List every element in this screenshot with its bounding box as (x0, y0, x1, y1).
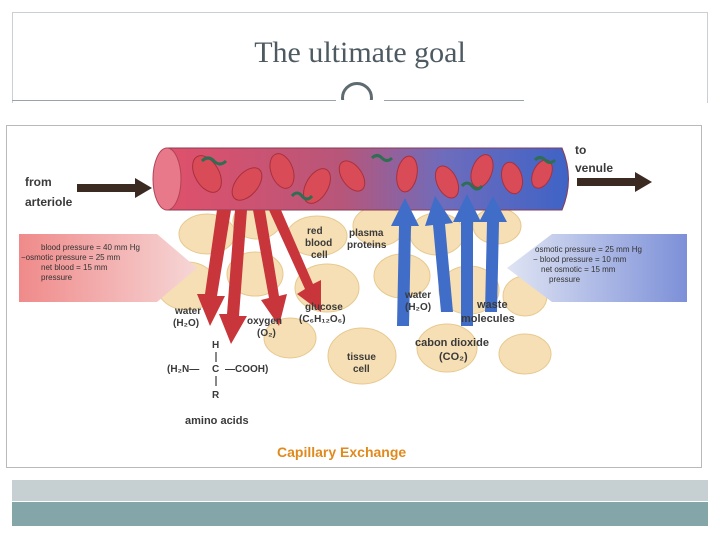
label-co2-2: (CO₂) (439, 351, 468, 363)
label-water-left-2: (H₂O) (173, 318, 199, 329)
label-arteriole: arteriole (25, 195, 73, 209)
label-amino-acids: amino acids (185, 415, 249, 427)
label-from: from (25, 175, 52, 189)
title-frame (12, 12, 708, 103)
inflow-arrows (391, 194, 507, 326)
aa-h: H (212, 340, 219, 351)
right-pressure-line-3: net osmotic = 15 mm (541, 265, 616, 274)
aa-c: C (212, 364, 219, 375)
arterial-pressure-arrow (19, 234, 197, 302)
left-pressure-line-3: net blood = 15 mm (41, 263, 108, 272)
capillary-exchange-diagram: from arteriole to venule red blood cell … (19, 143, 687, 460)
right-pressure-line-4: pressure (549, 275, 581, 284)
right-pressure-line-2: − blood pressure = 10 mm (533, 255, 627, 264)
label-water-left-1: water (174, 306, 201, 317)
left-pressure-line-1: blood pressure = 40 mm Hg (41, 243, 140, 252)
outflow-arrows (197, 210, 321, 344)
left-pressure-line-4: pressure (41, 273, 73, 282)
from-arteriole-arrow (77, 178, 152, 198)
right-pressure-line-1: osmotic pressure = 25 mm Hg (535, 245, 642, 254)
footer-bar-light (12, 480, 708, 501)
title-rule-left (12, 100, 336, 101)
aa-r: R (212, 390, 220, 401)
label-to: to (575, 143, 586, 157)
label-water-right-1: water (404, 290, 431, 301)
slide-title: The ultimate goal (254, 36, 466, 69)
vessel-opening (152, 147, 182, 211)
label-co2-1: cabon dioxide (415, 337, 489, 349)
left-pressure-line-2: −osmotic pressure = 25 mm (21, 253, 120, 262)
label-glucose-2: (C₆H₁₂O₆) (299, 314, 346, 325)
red-blood-cells (192, 153, 553, 204)
label-glucose-1: glucose (305, 302, 343, 313)
label-waste-2: molecules (461, 313, 515, 325)
aa-right: —COOH) (225, 364, 268, 375)
aa-left: (H₂N— (167, 364, 199, 375)
label-waste-1: waste (476, 299, 508, 311)
label-rbc-3: cell (311, 250, 328, 261)
label-rbc-2: blood (305, 238, 332, 249)
label-plasma-2: proteins (347, 240, 387, 251)
label-water-right-2: (H₂O) (405, 302, 431, 313)
label-tissue-1: tissue (347, 352, 376, 363)
footer-bar-dark (12, 502, 708, 526)
to-venule-arrow (577, 172, 652, 192)
venous-pressure-arrow (507, 234, 687, 302)
title-rule-right (384, 100, 524, 101)
label-rbc-1: red (307, 226, 323, 237)
label-oxygen-2: (O₂) (257, 328, 276, 339)
label-venule: venule (575, 161, 613, 175)
diagram-caption: Capillary Exchange (277, 444, 406, 460)
label-plasma-1: plasma (349, 228, 384, 239)
plasma-proteins (200, 154, 557, 201)
label-tissue-2: cell (353, 364, 370, 375)
label-oxygen-1: oxygen (247, 316, 282, 327)
